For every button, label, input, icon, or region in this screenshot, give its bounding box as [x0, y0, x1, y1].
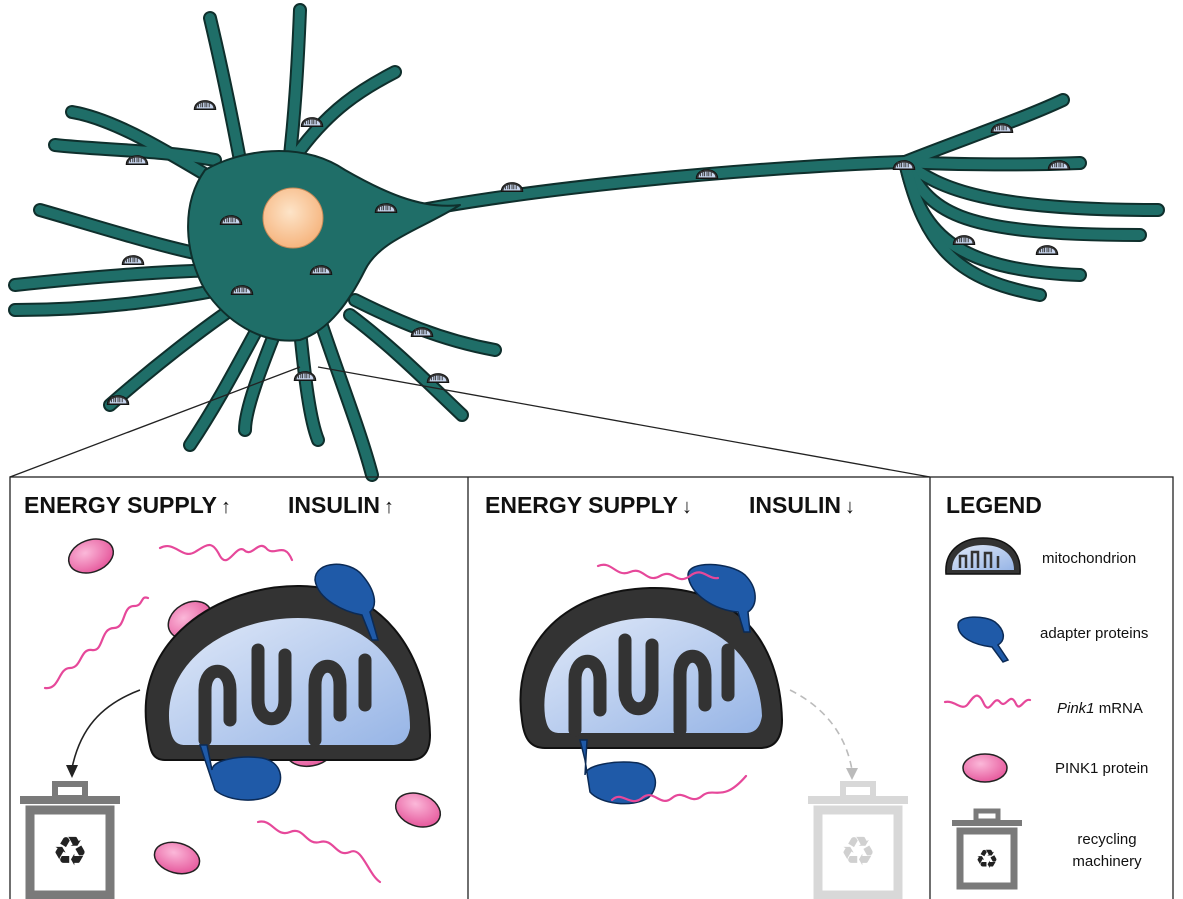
svg-text:♻: ♻ — [52, 829, 88, 875]
neuron — [15, 10, 1158, 475]
legend-graphics: ♻ — [945, 538, 1030, 886]
middle-energy-label: ENERGY SUPPLY — [485, 492, 678, 518]
legend-mrna-icon — [945, 696, 1030, 708]
left-energy-label: ENERGY SUPPLY — [24, 492, 217, 518]
nucleus — [263, 188, 323, 248]
arrow-head — [66, 765, 78, 778]
legend-label-mitochondrion: mitochondrion — [1042, 550, 1136, 567]
arrow-faded — [790, 690, 852, 770]
legend-label-protein: PINK1 protein — [1055, 760, 1148, 777]
legend-label-recycling: recycling machinery — [1052, 829, 1162, 873]
left-insulin-arrow: ↑ — [384, 496, 394, 518]
recycling-bin-left: ♻ — [20, 784, 120, 895]
legend-label-adapter: adapter proteins — [1040, 625, 1148, 642]
left-insulin-header: INSULIN↑ — [288, 492, 394, 519]
arrow-head-faded — [846, 768, 858, 780]
middle-insulin-arrow: ↓ — [845, 496, 855, 518]
svg-text:♻: ♻ — [840, 829, 876, 875]
legend-label-mrna-italic: Pink1 — [1057, 700, 1095, 717]
panel-middle-graphics: ♻ — [520, 564, 908, 895]
left-energy-arrow: ↑ — [221, 496, 231, 518]
middle-insulin-header: INSULIN↓ — [749, 492, 855, 519]
panel-left-graphics: ♻ — [20, 533, 445, 895]
legend-recycling-icon: ♻ — [952, 811, 1022, 886]
middle-energy-arrow: ↓ — [682, 496, 692, 518]
legend-label-mrna: Pink1 mRNA — [1057, 700, 1143, 717]
legend-mitochondrion-icon — [946, 538, 1020, 574]
middle-insulin-label: INSULIN — [749, 492, 841, 518]
svg-text:♻: ♻ — [975, 845, 998, 875]
arrow-to-recycling — [72, 690, 140, 768]
legend-pink1-icon — [963, 754, 1007, 782]
left-energy-header: ENERGY SUPPLY↑ — [24, 492, 231, 519]
legend-title: LEGEND — [946, 492, 1042, 519]
zoom-lines — [10, 367, 930, 477]
legend-adapter-icon — [958, 617, 1008, 662]
left-insulin-label: INSULIN — [288, 492, 380, 518]
middle-energy-header: ENERGY SUPPLY↓ — [485, 492, 692, 519]
legend-label-mrna-rest: mRNA — [1095, 700, 1143, 717]
recycling-bin-middle-faded: ♻ — [808, 784, 908, 895]
